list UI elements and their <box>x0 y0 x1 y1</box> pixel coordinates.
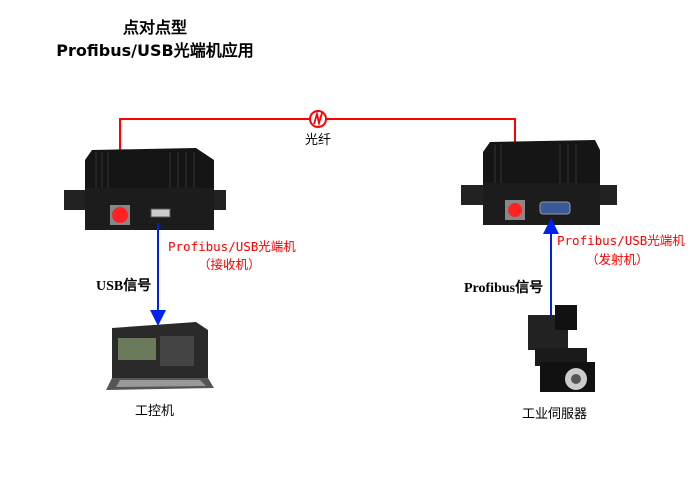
industrial-pc-image <box>106 322 214 390</box>
usb-signal-label: USB信号 <box>96 279 152 294</box>
diagram-title: 点对点型 <box>122 18 187 37</box>
fiber-icon <box>309 110 327 128</box>
fiber-label: 光纤 <box>305 133 332 148</box>
transmitter-device <box>461 140 617 225</box>
transmitter-role: （发射机） <box>586 252 649 267</box>
receiver-label: Profibus/USB光端机 <box>168 239 296 254</box>
servo-label: 工业伺服器 <box>522 407 588 422</box>
diagram-subtitle: Profibus/USB光端机应用 <box>56 41 254 60</box>
pc-label: 工控机 <box>135 404 175 419</box>
transmitter-label: Profibus/USB光端机 <box>557 233 685 248</box>
servo-image <box>528 305 595 392</box>
receiver-role: （接收机） <box>198 257 261 272</box>
profibus-signal-label: Profibus信号 <box>464 281 544 296</box>
receiver-device <box>64 148 226 230</box>
